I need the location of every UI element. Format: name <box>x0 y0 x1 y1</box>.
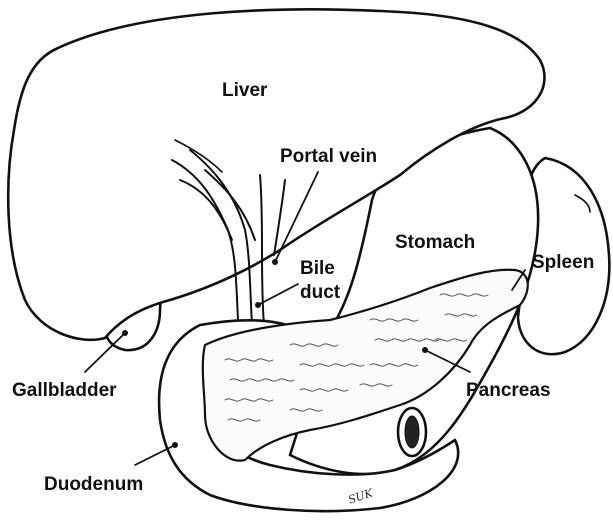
label-bile: Bile <box>300 258 335 280</box>
label-portal-vein: Portal vein <box>280 146 377 168</box>
label-gallbladder: Gallbladder <box>12 380 117 402</box>
label-duct: duct <box>300 282 340 304</box>
label-liver: Liver <box>222 80 267 102</box>
label-stomach: Stomach <box>395 232 475 254</box>
label-pancreas: Pancreas <box>466 380 551 402</box>
label-spleen: Spleen <box>532 252 594 274</box>
label-duodenum: Duodenum <box>44 474 143 496</box>
